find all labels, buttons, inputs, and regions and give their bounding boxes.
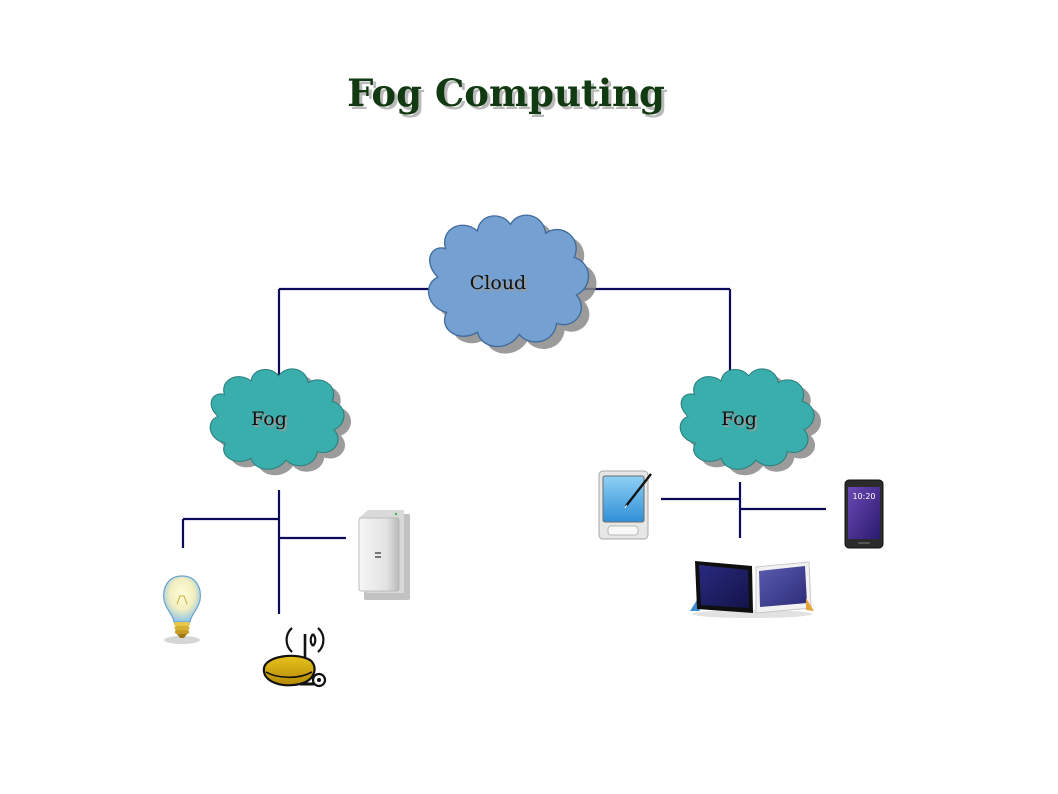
server-tower-icon [358, 510, 410, 600]
fog-left-label-shadow: Fog [253, 410, 289, 432]
phone-time: 10:20 [852, 492, 875, 501]
fog-node-left: Fog Fog [209, 368, 351, 476]
fog-right-label-shadow: Fog [723, 410, 759, 432]
wireless-router-icon [262, 627, 327, 688]
cloud-label-shadow: Cloud [472, 274, 528, 296]
fog-left-label: Fog [251, 408, 287, 430]
pda-stylus-icon [598, 470, 652, 540]
connection-links [181, 287, 826, 614]
fog-right-label: Fog [721, 408, 757, 430]
diagram-title: Fog Computing Fog Computing [347, 71, 668, 118]
title-shadow: Fog Computing [350, 74, 668, 118]
light-bulb-icon [163, 575, 201, 644]
tablets-icon [690, 561, 814, 618]
cloud-label: Cloud [470, 272, 526, 294]
cloud-node: Cloud Cloud [427, 214, 597, 354]
smartphone-icon: 10:20 [844, 479, 884, 549]
title-text: Fog Computing [347, 71, 665, 115]
fog-node-right: Fog Fog [679, 368, 821, 476]
